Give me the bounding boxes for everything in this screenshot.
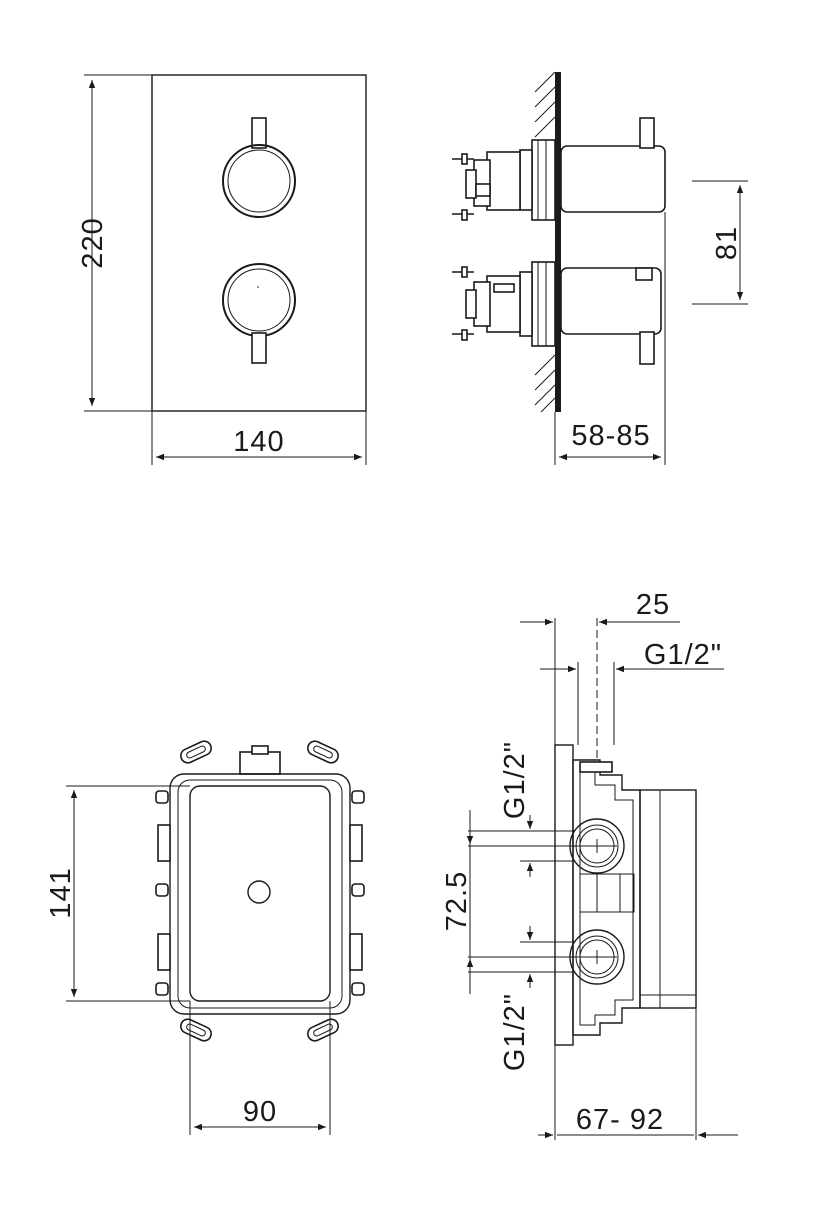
- spacing-dimension-label: 81: [711, 226, 743, 260]
- box-housing: [189, 785, 331, 1002]
- plate-edge: [555, 72, 561, 412]
- port-spacing-dimension-label: 72.5: [441, 871, 473, 931]
- box-side-plate: [554, 744, 574, 1046]
- height-dimension-label: 220: [77, 217, 109, 268]
- offset-dimension-label: 25: [636, 589, 670, 621]
- box-height-dimension-label: 141: [45, 867, 77, 918]
- depth-dimension-label: 58-85: [571, 420, 650, 452]
- box-frame-outer: [169, 773, 351, 1015]
- thread-upper-label: G1/2": [499, 741, 531, 819]
- upper-handle: [222, 117, 296, 218]
- side-view: 58-85 81: [452, 71, 748, 465]
- upper-cartridge: [452, 139, 556, 221]
- mounting-ears: [180, 740, 339, 1042]
- box-depth-dimension-label: 67- 92: [576, 1104, 664, 1136]
- thread-lower-label: G1/2": [499, 993, 531, 1071]
- box-side-view: 25 G1/2" G1/2" G1/2" 72.5 67- 92: [441, 589, 738, 1140]
- lower-cartridge: [452, 261, 556, 347]
- box-front-view: 141 90: [45, 740, 365, 1135]
- upper-handle-side: [560, 117, 666, 213]
- width-dimension-label: 140: [233, 426, 284, 458]
- side-tabs: [155, 790, 365, 996]
- box-center-port: [247, 880, 271, 904]
- box-width-dimension-label: 90: [243, 1096, 277, 1128]
- cover-plate: [151, 74, 367, 412]
- box-side-cover: [639, 789, 697, 1009]
- lower-handle-side: [560, 267, 662, 365]
- thread-top-label: G1/2": [644, 639, 722, 671]
- box-side-body: [572, 759, 641, 1036]
- lower-handle: [222, 263, 296, 364]
- wall-hatch: [534, 71, 556, 413]
- front-view: 220 140: [77, 74, 367, 465]
